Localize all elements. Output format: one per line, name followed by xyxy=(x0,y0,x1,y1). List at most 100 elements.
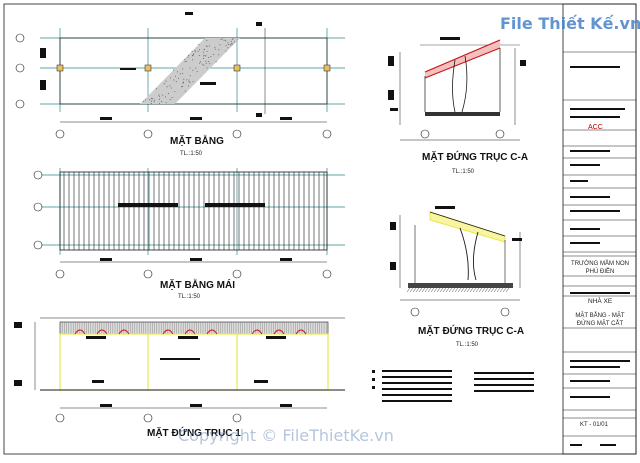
roof-plan-scale: TL.:1:50 xyxy=(178,294,200,300)
hatch-dot xyxy=(176,81,177,82)
note-line xyxy=(382,388,452,390)
hatch-dot xyxy=(151,101,152,102)
hatch-dot xyxy=(182,86,183,87)
dimension-text xyxy=(570,164,600,166)
axis-bubble xyxy=(56,414,64,422)
hatch-dot xyxy=(195,50,196,51)
section-bottom-scale: TL.:1:50 xyxy=(456,342,478,348)
hatch-dot xyxy=(190,82,191,83)
hatch-dot xyxy=(192,70,193,71)
hatch-dot xyxy=(193,54,194,55)
hatch-dot xyxy=(210,56,211,57)
ground-hatch xyxy=(434,288,437,292)
hatch-dot xyxy=(167,86,168,87)
section-label xyxy=(256,113,262,117)
hatch-dot xyxy=(190,67,191,68)
dimension-text xyxy=(570,292,630,294)
note-line xyxy=(382,400,452,402)
dimension-text xyxy=(570,150,610,152)
hatch-dot xyxy=(218,54,219,55)
paving-hatch xyxy=(140,38,240,104)
hatch-dot xyxy=(205,61,206,62)
ground-hatch xyxy=(476,288,479,292)
column xyxy=(324,65,330,71)
dimension-text xyxy=(390,222,396,230)
ground-hatch xyxy=(464,288,467,292)
hatch-dot xyxy=(206,63,207,64)
hatch-dot xyxy=(208,57,209,58)
hatch-dot xyxy=(195,67,196,68)
hatch-dot xyxy=(165,81,166,82)
dimension-text xyxy=(570,380,610,382)
hatch-dot xyxy=(231,43,232,44)
hatch-dot xyxy=(151,103,152,104)
hatch-dot xyxy=(184,59,185,60)
section-label xyxy=(256,22,262,26)
dimension-text xyxy=(570,66,620,68)
hatch-dot xyxy=(206,46,207,47)
ground-hatch xyxy=(443,288,446,292)
axis-bubble xyxy=(16,34,24,42)
hatch-dot xyxy=(208,61,209,62)
tb-item: NHÀ XE xyxy=(588,298,612,305)
dimension-text xyxy=(100,404,112,407)
hatch-dot xyxy=(198,44,199,45)
hatch-dot xyxy=(159,99,160,100)
dimension-text xyxy=(570,180,588,182)
roof-edge xyxy=(430,212,505,236)
hatch-dot xyxy=(203,65,204,66)
hatch-dot xyxy=(180,73,181,74)
ground-hatch xyxy=(440,288,443,292)
hatch-dot xyxy=(232,39,233,40)
ground-hatch xyxy=(479,288,482,292)
hatch-dot xyxy=(182,73,183,74)
hatch-dot xyxy=(189,79,190,80)
ground-hatch xyxy=(494,288,497,292)
hatch-dot xyxy=(183,79,184,80)
hatch-dot xyxy=(193,81,194,82)
tb-project: TRƯỜNG MẦM NON PHÚ ĐIỀN xyxy=(566,260,634,276)
dimension-text xyxy=(440,37,460,40)
hatch-dot xyxy=(230,44,231,45)
dimension-text xyxy=(280,258,292,261)
dimension-text xyxy=(266,336,286,339)
foundation xyxy=(425,112,500,116)
hatch-dot xyxy=(206,40,207,41)
axis-bubble xyxy=(233,270,241,278)
note-line xyxy=(382,376,452,378)
dimension-text xyxy=(598,396,610,398)
dimension-text xyxy=(570,116,620,118)
hatch-dot xyxy=(149,99,150,100)
axis-bubble xyxy=(34,241,42,249)
hatch-dot xyxy=(222,38,223,39)
hatch-dot xyxy=(173,80,174,81)
note-line xyxy=(474,390,534,392)
hatch-dot xyxy=(209,45,210,46)
hatch-dot xyxy=(181,86,182,87)
ground-hatch xyxy=(452,288,455,292)
hatch-dot xyxy=(199,49,200,50)
ground-hatch xyxy=(449,288,452,292)
axis-bubble xyxy=(16,100,24,108)
hatch-dot xyxy=(161,101,162,102)
dimension-text xyxy=(40,48,46,58)
ground-hatch xyxy=(497,288,500,292)
hatch-dot xyxy=(164,83,165,84)
dimension-text xyxy=(388,56,394,66)
axis-bubble xyxy=(233,414,241,422)
dimension-text xyxy=(570,108,625,110)
hatch-dot xyxy=(199,63,200,64)
ground-hatch xyxy=(446,288,449,292)
hatch-dot xyxy=(207,67,208,68)
dimension-text xyxy=(190,258,202,261)
hatch-dot xyxy=(190,75,191,76)
hatch-dot xyxy=(204,49,205,50)
ground-hatch xyxy=(416,288,419,292)
hatch-dot xyxy=(165,96,166,97)
dimension-text xyxy=(372,386,375,389)
hatch-dot xyxy=(207,51,208,52)
dimension-text xyxy=(570,360,630,362)
dimension-text xyxy=(92,380,104,383)
ground-hatch xyxy=(407,288,410,292)
ground-hatch xyxy=(485,288,488,292)
